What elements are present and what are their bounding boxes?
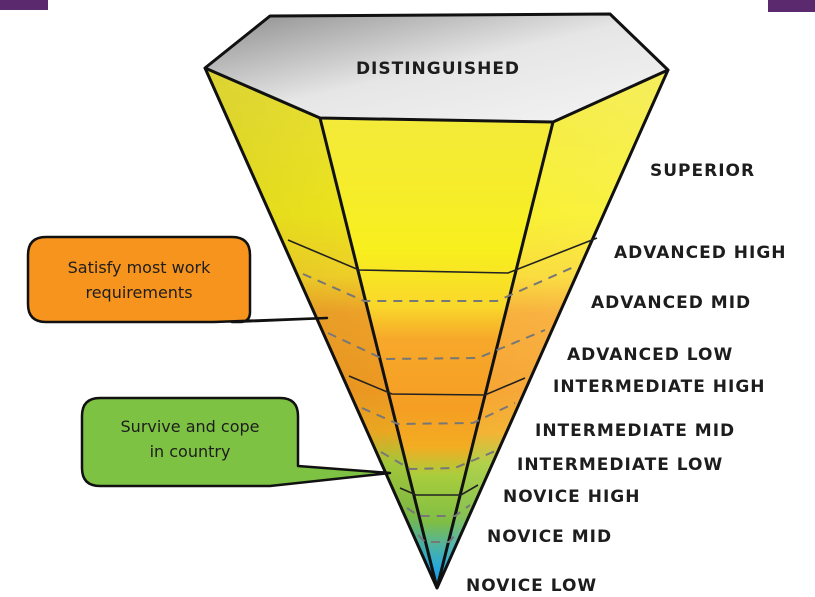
- label-distinguished: DISTINGUISHED: [356, 59, 520, 79]
- callout-work: Satisfy most work requirements: [26, 235, 329, 324]
- label-novice-low: NOVICE LOW: [466, 576, 597, 596]
- callout-work-line1: Satisfy most work: [68, 258, 211, 277]
- pyramid-edges: [203, 67, 670, 590]
- callout-work-line2: requirements: [85, 283, 192, 302]
- corner-accent-right: [768, 0, 815, 12]
- label-intermediate-high: INTERMEDIATE HIGH: [553, 377, 766, 397]
- callout-survive-line1: Survive and cope: [121, 417, 260, 436]
- band-dividers: [287, 237, 598, 496]
- label-advanced-mid: ADVANCED MID: [591, 293, 751, 313]
- label-novice-mid: NOVICE MID: [487, 527, 612, 547]
- label-advanced-low: ADVANCED LOW: [567, 345, 733, 365]
- callout-survive: Survive and cope in country: [80, 396, 392, 488]
- sublevel-lines: [302, 265, 577, 543]
- front-face: [320, 118, 553, 588]
- label-superior: SUPERIOR: [650, 161, 755, 181]
- label-intermediate-mid: INTERMEDIATE MID: [535, 421, 735, 441]
- label-advanced-high: ADVANCED HIGH: [614, 243, 787, 263]
- corner-accent-left: [0, 0, 48, 10]
- label-intermediate-low: INTERMEDIATE LOW: [517, 455, 723, 475]
- label-novice-high: NOVICE HIGH: [503, 487, 640, 507]
- callout-survive-line2: in country: [150, 442, 231, 461]
